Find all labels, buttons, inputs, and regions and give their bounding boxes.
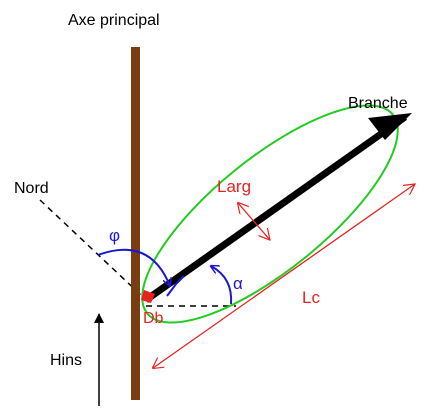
width-label: Larg bbox=[217, 177, 251, 196]
main-axis-label: Axe principal bbox=[68, 12, 160, 29]
alpha-angle-arc bbox=[211, 266, 233, 305]
length-label: Lc bbox=[302, 288, 320, 307]
phi-label: φ bbox=[109, 226, 120, 245]
alpha-label: α bbox=[233, 274, 243, 293]
branch-arrow bbox=[143, 114, 408, 303]
branch-arrowhead bbox=[368, 113, 412, 140]
north-label: Nord bbox=[14, 180, 49, 197]
insertion-height-label: Hins bbox=[50, 352, 82, 369]
main-axis-trunk bbox=[131, 47, 140, 400]
base-diameter-label: Db bbox=[143, 310, 164, 327]
north-direction-line bbox=[39, 199, 144, 298]
length-arrow bbox=[153, 184, 415, 368]
branch-label: Branche bbox=[348, 95, 408, 112]
